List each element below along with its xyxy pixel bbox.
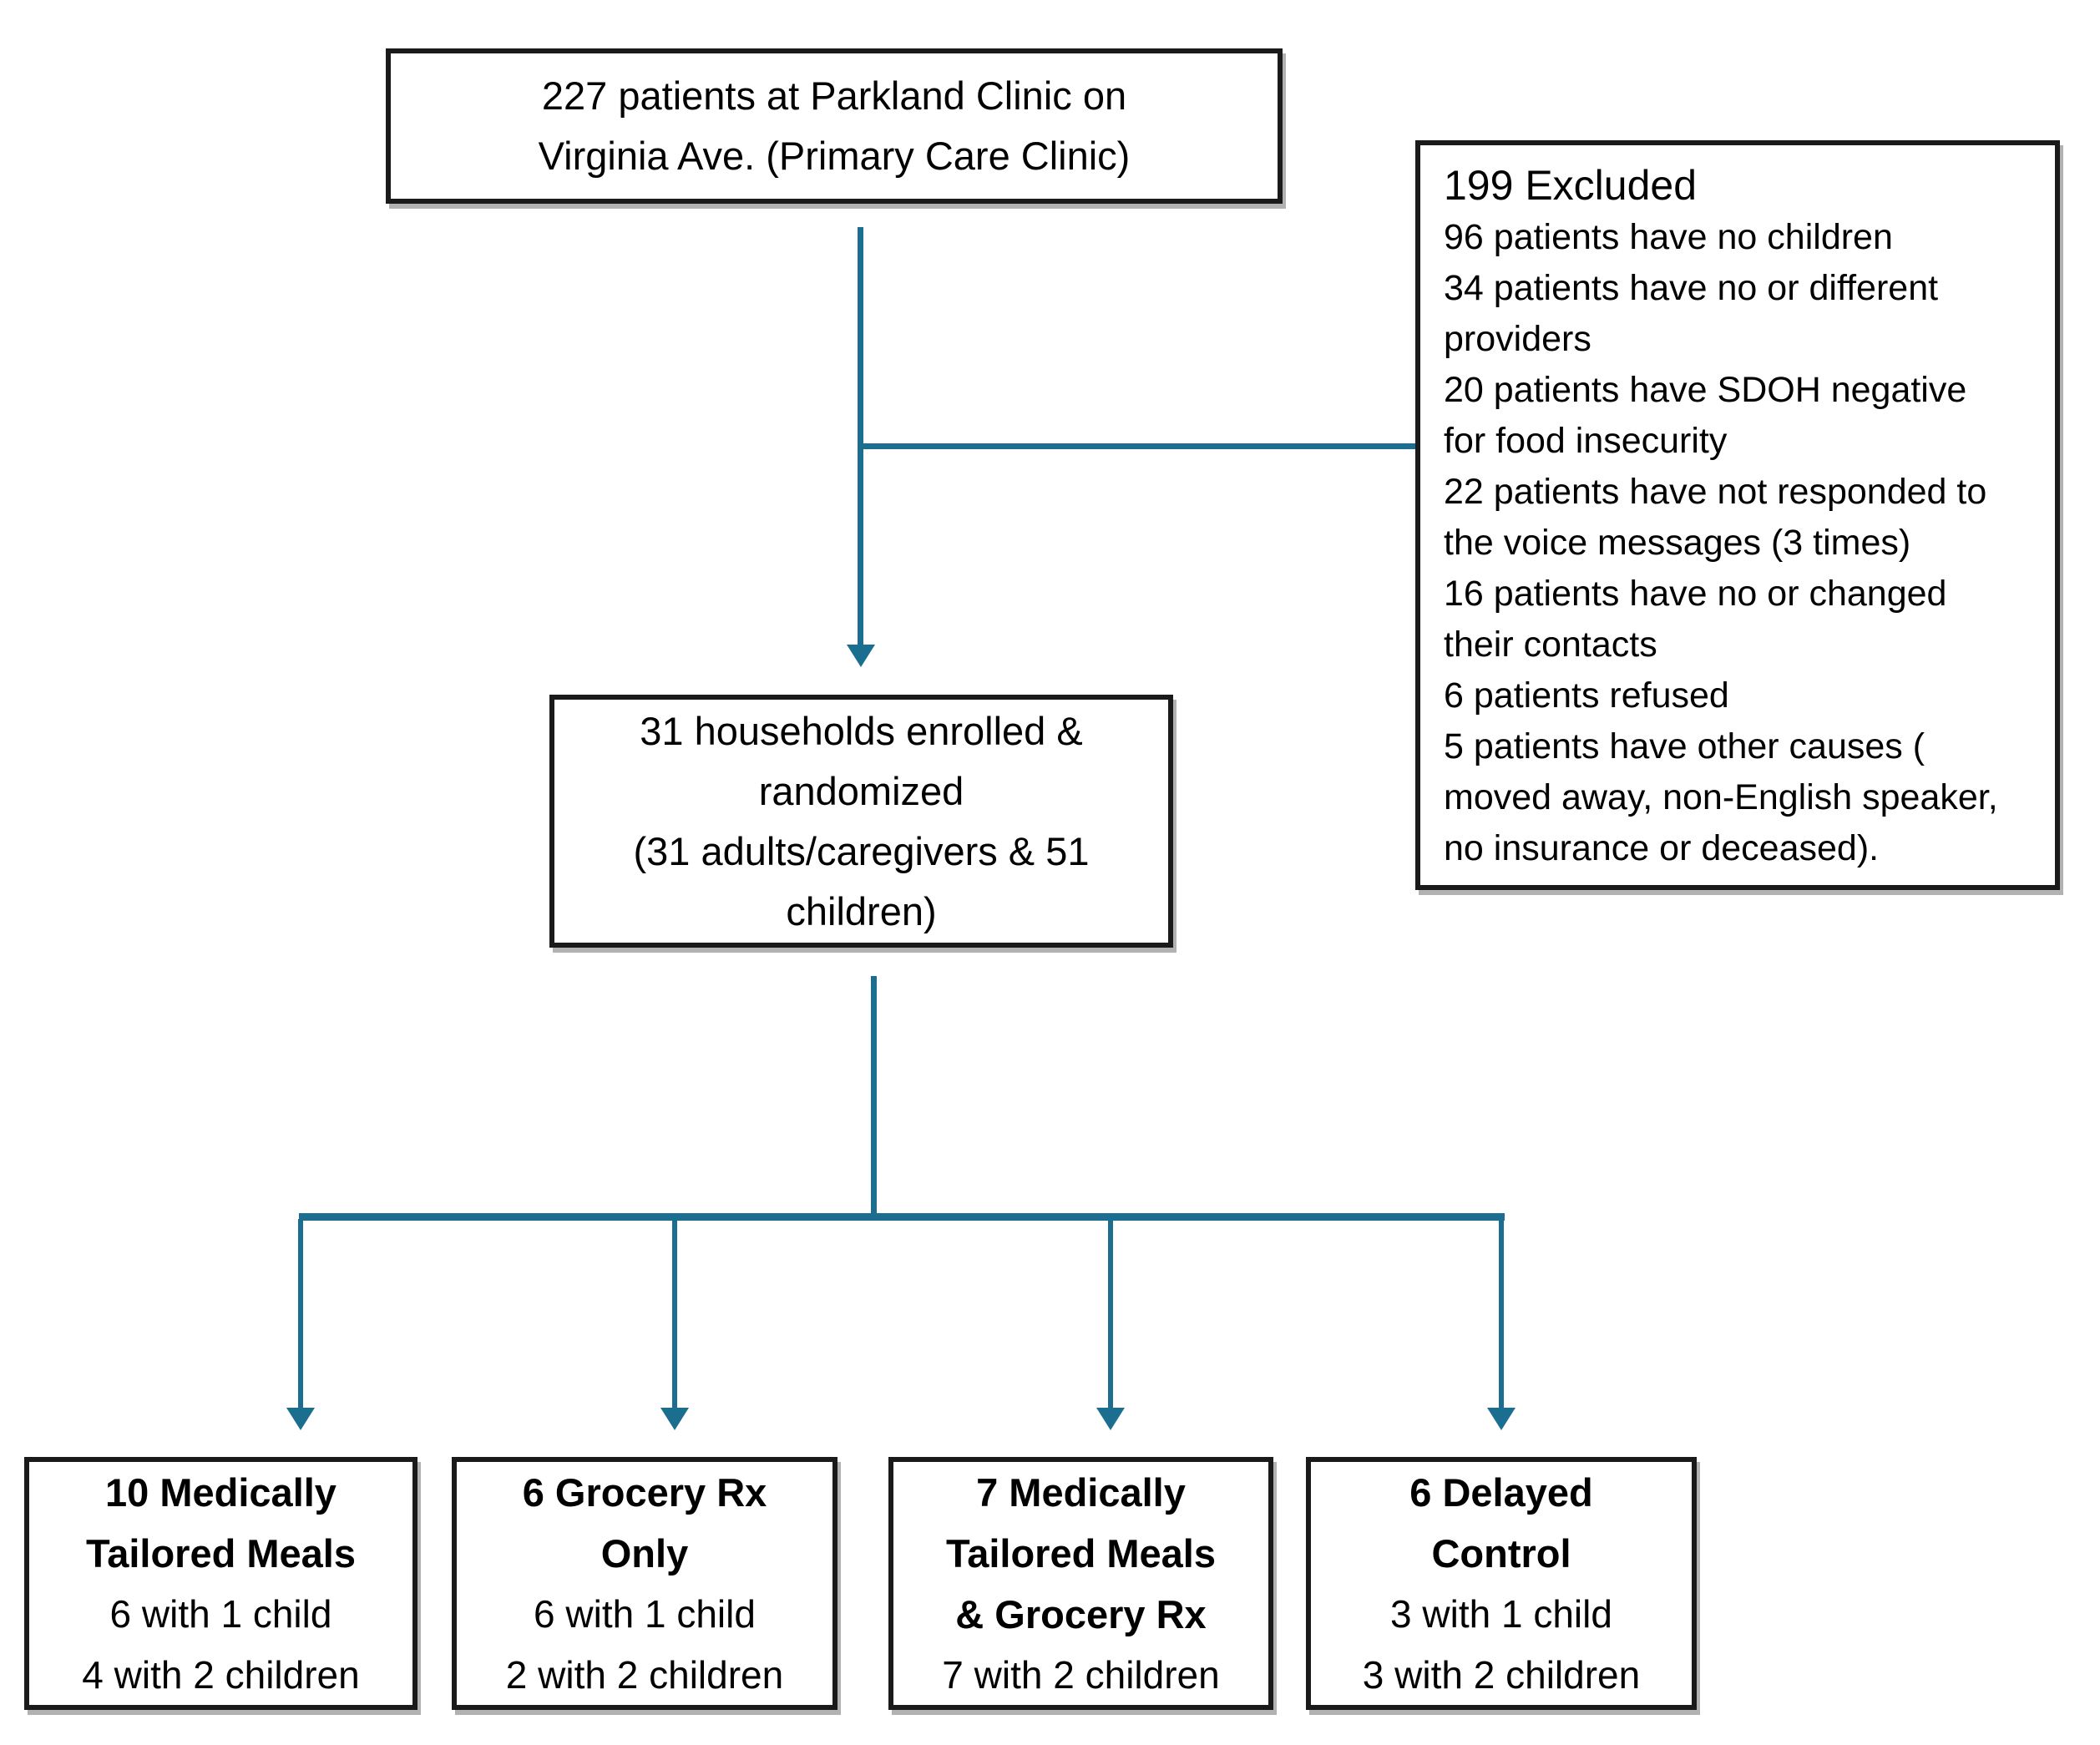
text-line: providers bbox=[1444, 319, 1591, 359]
arm-details: 6 with 1 child 2 with 2 children bbox=[506, 1584, 783, 1706]
text-line: 6 with 1 child bbox=[534, 1591, 756, 1636]
arrow-down-head-enrolled-icon bbox=[847, 645, 875, 667]
text-line: 10 Medically bbox=[105, 1469, 337, 1515]
text-line: 7 with 2 children bbox=[942, 1652, 1220, 1697]
excluded-box: 199 Excluded 96 patients have no childre… bbox=[1415, 140, 2060, 890]
text-line: 6 Delayed bbox=[1409, 1469, 1593, 1515]
text-line: 6 Grocery Rx bbox=[522, 1469, 767, 1515]
text-line: no insurance or deceased). bbox=[1444, 828, 1880, 868]
connector-drop-arm3-line bbox=[1108, 1219, 1113, 1409]
text-line: 3 with 2 children bbox=[1362, 1652, 1641, 1697]
text-line: 6 patients refused bbox=[1444, 675, 1729, 716]
distribution-bar-line bbox=[299, 1213, 1505, 1221]
source-box: 227 patients at Parkland Clinic on Virgin… bbox=[386, 48, 1283, 204]
connector-source-to-enrolled-line bbox=[858, 227, 863, 646]
text-line: Control bbox=[1431, 1530, 1571, 1576]
text-line: & Grocery Rx bbox=[955, 1591, 1207, 1636]
arrow-down-head-arm3-icon bbox=[1096, 1408, 1125, 1430]
excluded-heading: 199 Excluded bbox=[1444, 162, 1698, 209]
text-line: 22 patients have not responded to bbox=[1444, 472, 1987, 512]
excluded-reason-list: 96 patients have no children 34 patients … bbox=[1444, 212, 2033, 874]
text-line: for food insecurity bbox=[1444, 421, 1728, 461]
text-line: (31 adults/caregivers & 51 bbox=[633, 828, 1090, 873]
arrow-down-head-arm1-icon bbox=[286, 1408, 315, 1430]
arm-box-grocery-rx-only: 6 Grocery Rx Only 6 with 1 child 2 with 2 … bbox=[452, 1457, 837, 1710]
connector-drop-arm1-line bbox=[298, 1219, 303, 1409]
text-line: 3 with 1 child bbox=[1390, 1591, 1612, 1636]
text-line: 6 with 1 child bbox=[109, 1591, 332, 1636]
arm-details: 7 with 2 children bbox=[942, 1645, 1219, 1706]
arm-details: 3 with 1 child 3 with 2 children bbox=[1363, 1584, 1640, 1706]
text-line: 4 with 2 children bbox=[82, 1652, 360, 1697]
enrolled-box: 31 households enrolled & randomized (31 ad… bbox=[549, 695, 1173, 948]
excluded-box-content: 199 Excluded 96 patients have no childre… bbox=[1420, 145, 2055, 883]
text-line: 20 patients have SDOH negative bbox=[1444, 370, 1967, 410]
text-line: 16 patients have no or changed bbox=[1444, 574, 1947, 614]
text-line: randomized bbox=[758, 768, 964, 813]
text-line: moved away, non-English speaker, bbox=[1444, 777, 1998, 817]
arrow-down-head-arm2-icon bbox=[660, 1408, 689, 1430]
text-line: Virginia Ave. (Primary Care Clinic) bbox=[538, 134, 1131, 178]
text-line: 7 Medically bbox=[976, 1469, 1186, 1515]
text-line: 34 patients have no or different bbox=[1444, 268, 1939, 308]
arrow-down-head-arm4-icon bbox=[1487, 1408, 1516, 1430]
text-line: their contacts bbox=[1444, 625, 1657, 665]
text-line: Only bbox=[600, 1530, 689, 1576]
arm-details: 6 with 1 child 4 with 2 children bbox=[82, 1584, 359, 1706]
text-line: children) bbox=[786, 888, 937, 933]
arm-title: 6 Grocery Rx Only bbox=[523, 1462, 767, 1584]
text-line: Tailored Meals bbox=[945, 1530, 1216, 1576]
text-line: 2 with 2 children bbox=[505, 1652, 784, 1697]
connector-drop-arm4-line bbox=[1499, 1219, 1504, 1409]
text-line: 227 patients at Parkland Clinic on bbox=[541, 73, 1127, 118]
connector-drop-arm2-line bbox=[672, 1219, 677, 1409]
text-line: 96 patients have no children bbox=[1444, 217, 1893, 257]
text-line: Tailored Meals bbox=[85, 1530, 356, 1576]
text-line: the voice messages (3 times) bbox=[1444, 523, 1911, 563]
connector-branch-to-excluded-line bbox=[860, 443, 1415, 449]
text-line: 5 patients have other causes ( bbox=[1444, 726, 1925, 766]
text-line: 31 households enrolled & bbox=[640, 708, 1083, 753]
connector-enrolled-to-bar-line bbox=[871, 976, 877, 1216]
